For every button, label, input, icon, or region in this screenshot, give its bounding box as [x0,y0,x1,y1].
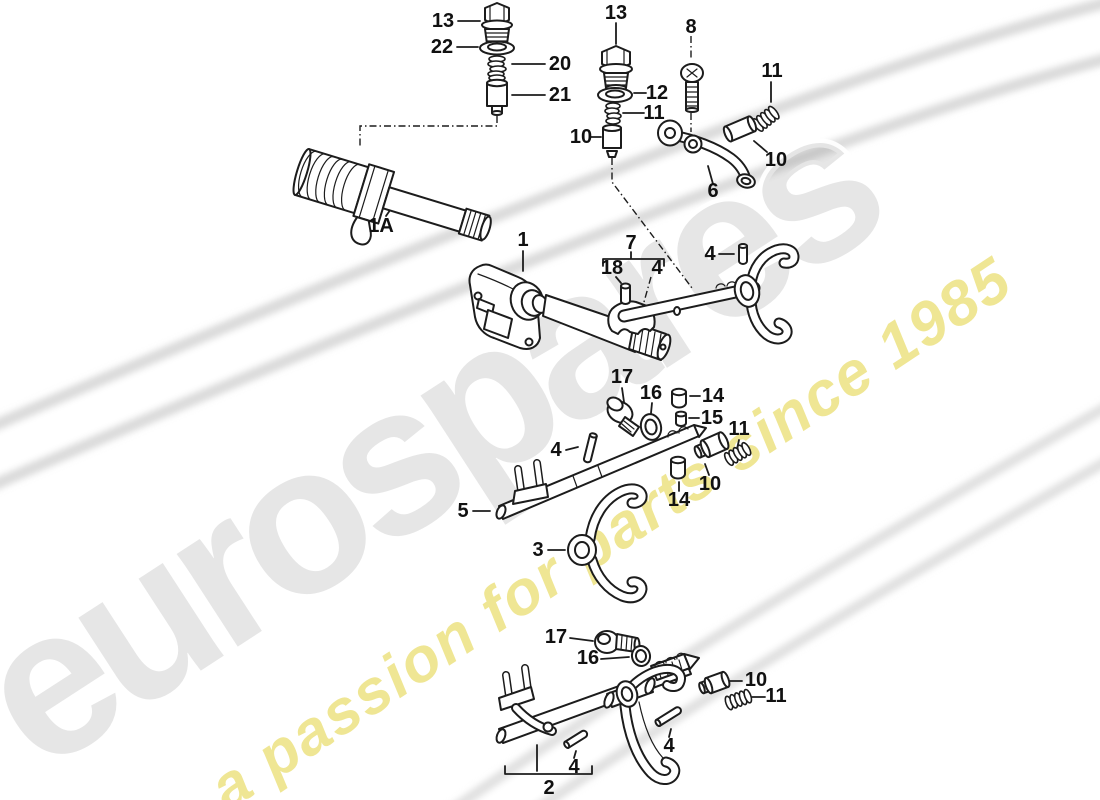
part-label-15: 15 [701,407,723,429]
part-label-14: 14 [702,385,725,407]
part-label-13: 13 [432,10,454,32]
part-label-21: 21 [549,84,571,106]
ring-16-bottom [630,645,652,667]
pin-15 [675,410,687,427]
part-label-2: 2 [543,777,554,799]
swoosh-band-bottom [456,404,1100,800]
spring-11-bottom [724,688,753,711]
shift-shaft-1a [292,148,492,246]
shift-fork-2 [615,663,686,785]
pin-14-lower [670,455,686,480]
plug-13-left [481,2,513,45]
spring-11-mid2 [723,441,752,467]
part-label-10: 10 [699,473,721,495]
part-label-17: 17 [545,626,567,648]
sleeve-10-mid2 [693,431,730,459]
shift-fork-upper [733,243,800,345]
pin-4-bottom-right [654,706,682,728]
part-label-4: 4 [704,243,716,265]
pin-4-bottom-left [563,729,589,749]
part-label-11: 11 [728,418,749,440]
part-label-1: 1 [517,229,528,251]
part-label-10: 10 [570,126,592,148]
pin-4-upper [738,243,748,265]
washer-12 [597,87,633,103]
pin-4-mid [582,432,598,464]
part-label-12: 12 [646,82,668,104]
part-label-11: 11 [643,102,664,124]
sleeve-10-bottom [698,670,731,695]
part-label-4: 4 [568,756,580,778]
pin-18 [620,282,631,305]
part-label-13: 13 [605,2,627,24]
part-label-10: 10 [745,669,767,691]
part-label-16: 16 [640,382,662,404]
part-label-11: 11 [765,685,786,707]
swoosh-band-top [0,0,1100,489]
shift-rod-5 [495,424,707,520]
plug-17-bottom [594,630,641,654]
shift-housing-1 [468,263,761,361]
part-label-7: 7 [625,232,636,254]
part-label-6: 6 [707,180,718,202]
part-label-1A: 1A [368,215,394,237]
part-label-17: 17 [611,366,633,388]
part-label-3: 3 [532,539,543,561]
part-label-20: 20 [549,53,571,75]
part-label-11: 11 [761,60,782,82]
spring-11-mid [604,102,622,125]
shift-fork-3 [567,483,648,604]
selector-lever-6 [657,119,756,189]
part-label-4: 4 [550,439,562,461]
spring-20 [487,55,507,82]
part-label-8: 8 [685,16,696,38]
part-label-5: 5 [457,500,468,522]
part-label-4: 4 [651,257,663,279]
part-label-18: 18 [601,257,623,279]
part-label-10: 10 [765,149,787,171]
plug-13-mid [599,45,633,92]
washer-22 [479,40,515,56]
bolt-8 [680,63,704,113]
part-label-14: 14 [668,489,691,511]
sleeve-21 [486,78,508,116]
pin-14-upper [671,387,687,409]
ring-16-mid [639,413,663,441]
sleeve-10-mid [602,124,622,158]
part-label-22: 22 [431,36,453,58]
part-label-4: 4 [663,735,675,757]
plug-17-mid [606,396,640,437]
part-label-16: 16 [577,647,599,669]
sleeve-10-right [722,115,758,143]
